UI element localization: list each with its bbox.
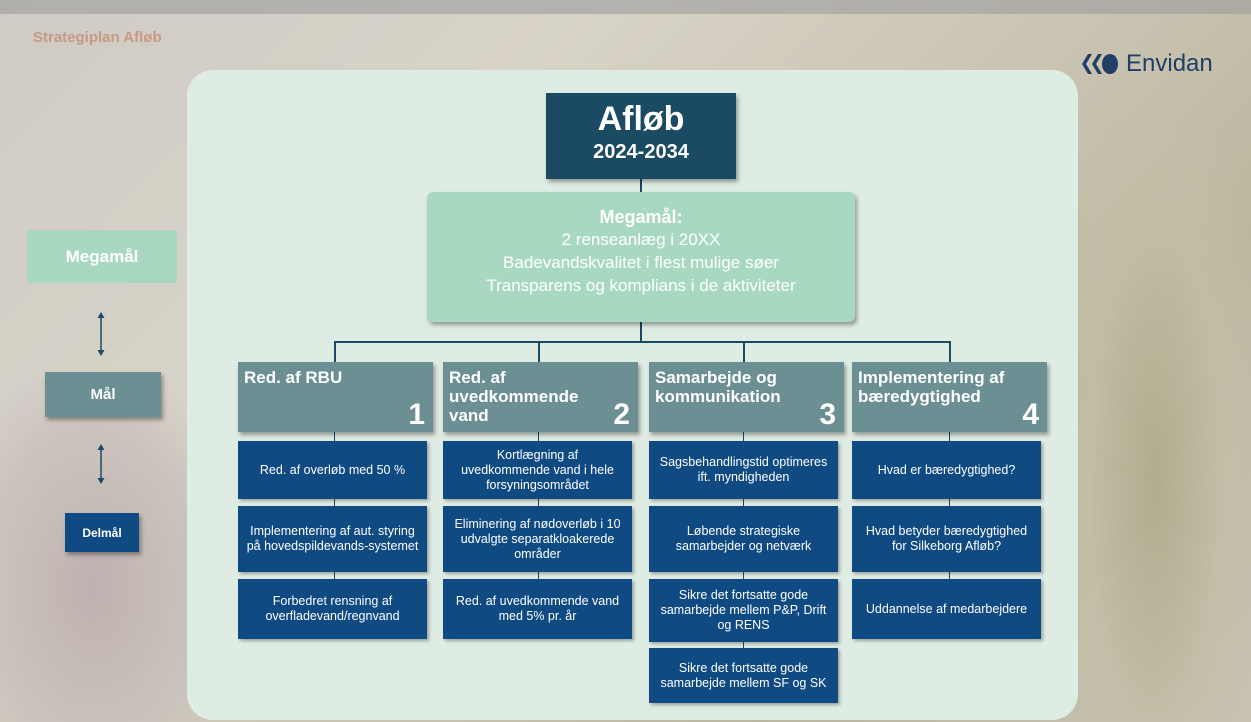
goal-number: 1 [408, 398, 425, 431]
connector [538, 341, 540, 362]
megamal-box: Megamål: 2 renseanlæg i 20XX Badevandskv… [427, 192, 855, 322]
goal-number: 2 [613, 398, 630, 431]
goal-number: 4 [1022, 398, 1039, 431]
logo-mark-icon [1082, 54, 1118, 74]
legend-megamal: Megamål [27, 230, 177, 283]
subgoal-box: Hvad betyder bæredygtighed for Silkeborg… [852, 506, 1041, 572]
top-band [0, 0, 1251, 14]
subgoal-box: Sagsbehandlingstid optimeres ift. myndig… [649, 441, 838, 499]
megamal-line: Badevandskvalitet i flest mulige søer [503, 253, 779, 272]
connector [743, 341, 745, 362]
double-arrow-icon [97, 312, 105, 356]
goal-box-2: Red. af uvedkommende vand 2 [443, 362, 638, 432]
goal-title: Samarbejde og kommunikation [655, 368, 781, 406]
goal-box-1: Red. af RBU 1 [238, 362, 433, 432]
strategy-title: Afløb [597, 100, 685, 138]
subgoal-box: Uddannelse af medarbejdere [852, 579, 1041, 639]
megamal-heading: Megamål: [599, 207, 683, 227]
goal-title: Red. af RBU [244, 368, 343, 387]
background-photo-right [1060, 120, 1251, 722]
legend-delmal: Delmål [65, 513, 139, 552]
connector [334, 341, 336, 362]
connector [949, 341, 951, 362]
subgoal-box: Red. af uvedkommende vand med 5% pr. år [443, 579, 632, 639]
connector [640, 322, 642, 342]
connector [334, 341, 951, 343]
megamal-line: 2 renseanlæg i 20XX [561, 230, 721, 249]
megamal-line: Transparens og komplians i de aktivitete… [486, 276, 796, 295]
subgoal-box: Sikre det fortsatte gode samarbejde mell… [649, 579, 838, 642]
subgoal-box: Eliminering af nødoverløb i 10 udvalgte … [443, 506, 632, 572]
strategy-years: 2024-2034 [593, 141, 689, 163]
subgoal-box: Løbende strategiske samarbejder og netvæ… [649, 506, 838, 572]
subgoal-box: Sikre det fortsatte gode samarbejde mell… [649, 648, 838, 703]
subgoal-box: Forbedret rensning af overfladevand/regn… [238, 579, 427, 639]
double-arrow-icon [97, 444, 105, 484]
envidan-logo: Envidan [1078, 50, 1213, 78]
goal-number: 3 [819, 398, 836, 431]
logo-text: Envidan [1126, 50, 1213, 77]
connector [640, 179, 642, 192]
legend-mal: Mål [45, 372, 161, 417]
subgoal-box: Red. af overløb med 50 % [238, 441, 427, 499]
subgoal-box: Kortlægning af uvedkommende vand i hele … [443, 441, 632, 499]
goal-title: Red. af uvedkommende vand [449, 368, 579, 425]
strategy-title-box: Afløb 2024-2034 [546, 93, 736, 179]
goal-box-4: Implementering af bæredygtighed 4 [852, 362, 1047, 432]
subgoal-box: Hvad er bæredygtighed? [852, 441, 1041, 499]
goal-title: Implementering af bæredygtighed [858, 368, 1005, 406]
goal-box-3: Samarbejde og kommunikation 3 [649, 362, 844, 432]
slide-title: Strategiplan Afløb [33, 29, 162, 46]
subgoal-box: Implementering af aut. styring på hoveds… [238, 506, 427, 572]
